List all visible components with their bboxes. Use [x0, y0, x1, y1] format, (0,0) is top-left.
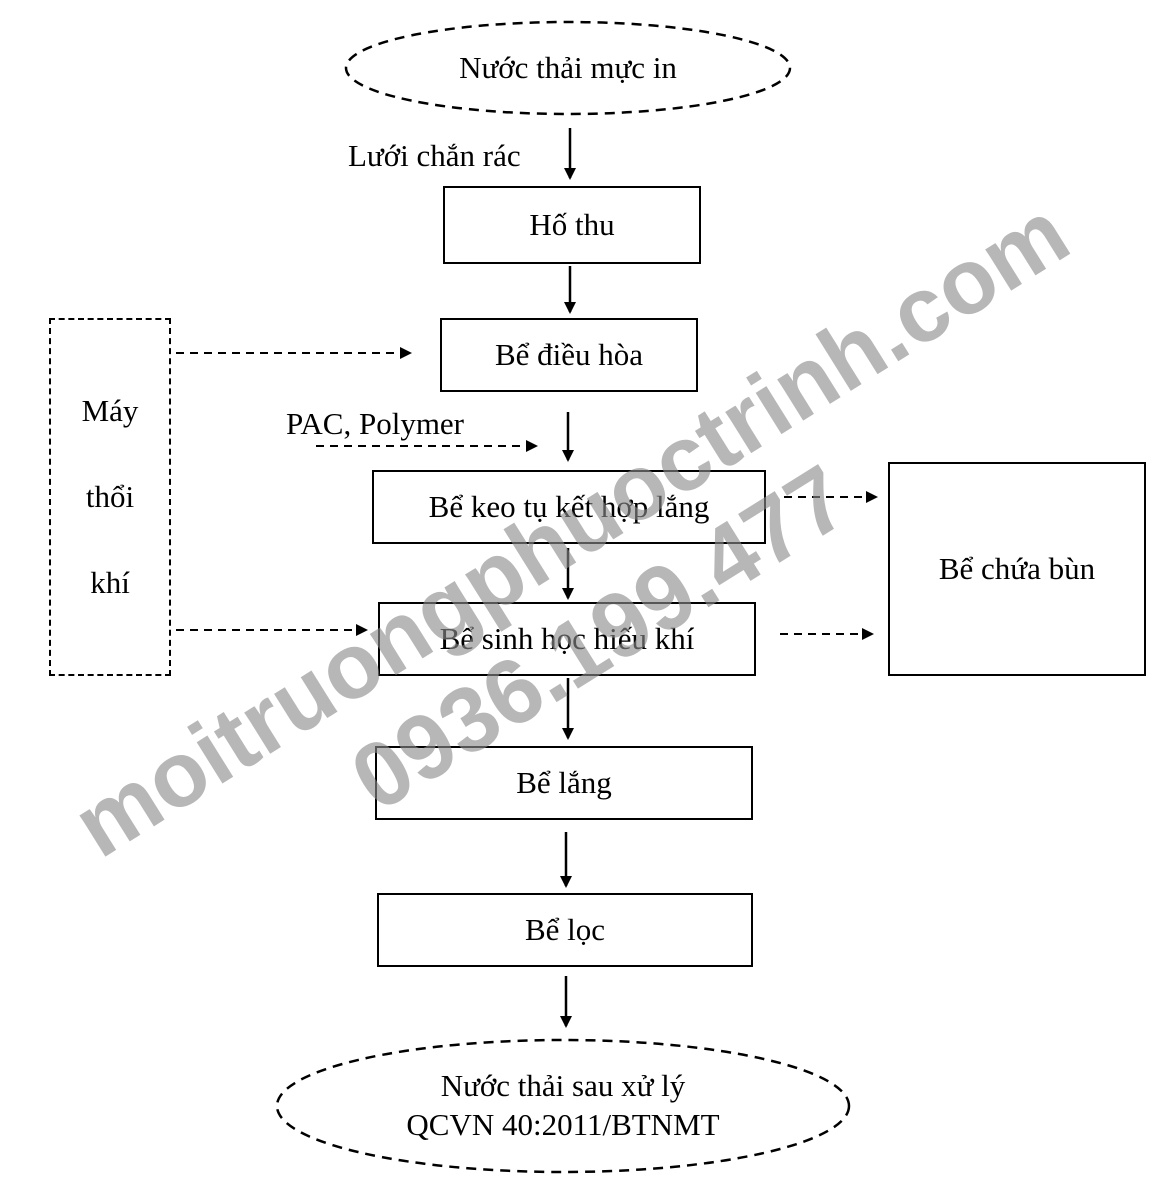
- filter-tank-box: Bể lọc: [377, 893, 753, 967]
- coagulation-settling-tank-box: Bể keo tụ kết hợp lắng: [372, 470, 766, 544]
- collection-tank-box: Hố thu: [443, 186, 701, 264]
- blower-line-2: thổi: [85, 479, 135, 514]
- filter-tank-label: Bể lọc: [524, 912, 606, 947]
- chemicals-label: PAC, Polymer: [286, 406, 465, 441]
- source-oval: Nước thải mực in: [346, 22, 790, 114]
- settling-tank-box: Bể lắng: [375, 746, 753, 820]
- settling-tank-label: Bể lắng: [516, 765, 612, 800]
- blower-line-3: khí: [90, 565, 130, 600]
- output-oval-line-1: Nước thải sau xử lý: [440, 1068, 686, 1104]
- sludge-tank-label: Bể chứa bùn: [938, 551, 1096, 586]
- source-oval-shape: [344, 20, 792, 116]
- source-oval-label: Nước thải mực in: [459, 49, 677, 85]
- output-oval-line-2: QCVN 40:2011/BTNMT: [406, 1107, 720, 1142]
- screen-label: Lưới chắn rác: [348, 138, 521, 173]
- aerobic-tank-label: Bể sinh học hiếu khí: [439, 621, 695, 656]
- coagulation-settling-tank-label: Bể keo tụ kết hợp lắng: [428, 489, 710, 524]
- output-oval: Nước thải sau xử lý QCVN 40:2011/BTNMT: [277, 1040, 849, 1172]
- collection-tank-label: Hố thu: [529, 207, 615, 242]
- aerobic-tank-box: Bể sinh học hiếu khí: [378, 602, 756, 676]
- blower-line-1: Máy: [81, 393, 139, 428]
- output-oval-shape: [275, 1038, 851, 1174]
- equalization-tank-box: Bể điều hòa: [440, 318, 698, 392]
- equalization-tank-label: Bể điều hòa: [494, 337, 644, 372]
- air-blower-box: Máy thổi khí: [49, 318, 171, 676]
- sludge-tank-box: Bể chứa bùn: [888, 462, 1146, 676]
